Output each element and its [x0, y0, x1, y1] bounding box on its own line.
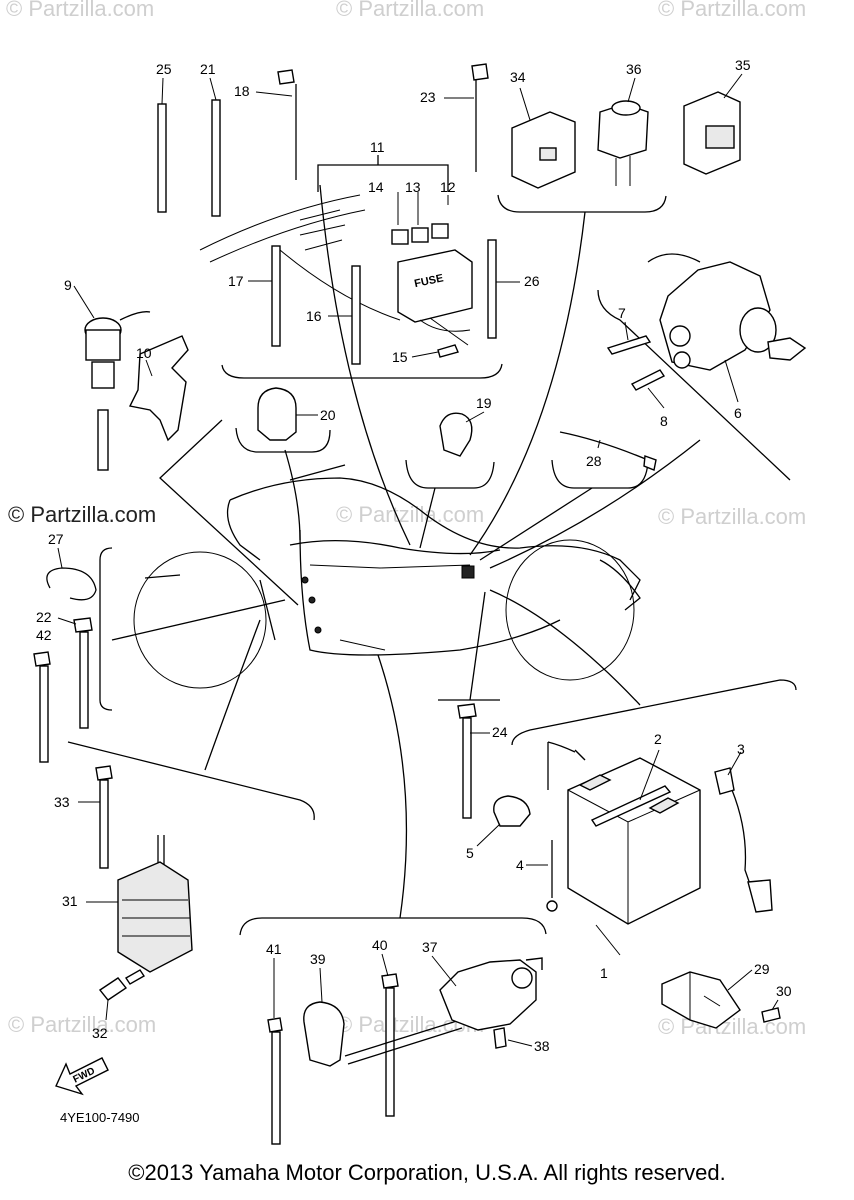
callout-39: 39: [310, 951, 326, 967]
callout-38: 38: [534, 1038, 550, 1054]
callout-24: 24: [492, 724, 508, 740]
watermark: © Partzilla.com: [6, 0, 154, 21]
callout-42: 42: [36, 627, 52, 643]
copyright-notice: ©2013 Yamaha Motor Corporation, U.S.A. A…: [128, 1160, 726, 1185]
callout-26: 26: [524, 273, 540, 289]
callout-20: 20: [320, 407, 336, 423]
callout-4: 4: [516, 857, 524, 873]
callout-37: 37: [422, 939, 438, 955]
callout-21: 21: [200, 61, 216, 77]
rectifier: [95, 765, 193, 1001]
callout-17: 17: [228, 273, 244, 289]
starter-relay: [661, 971, 781, 1029]
group-brackets: [67, 194, 797, 936]
watermark: © Partzilla.com: [658, 0, 806, 21]
battery-leads: [457, 703, 586, 912]
callout-10: 10: [136, 345, 152, 361]
clamps-left: [33, 567, 97, 763]
callout-36: 36: [626, 61, 642, 77]
callout-2: 2: [654, 731, 662, 747]
callout-6: 6: [734, 405, 742, 421]
callout-31: 31: [62, 893, 78, 909]
callout-34: 34: [510, 69, 526, 85]
clamps-upper: [257, 387, 657, 471]
callout-11: 11: [370, 139, 385, 155]
callout-3: 3: [737, 741, 745, 757]
callout-27: 27: [48, 531, 64, 547]
diagram-code: 4YE100-7490: [60, 1110, 140, 1125]
fwd-arrow: FWD: [55, 1057, 109, 1096]
callout-23: 23: [420, 89, 436, 105]
battery: [567, 757, 773, 925]
neutral-switch: [84, 311, 189, 471]
callout-19: 19: [476, 395, 492, 411]
cable-ties-top: [157, 63, 489, 217]
callout-7: 7: [618, 305, 626, 321]
callout-8: 8: [660, 413, 668, 429]
watermark: © Partzilla.com: [8, 502, 156, 527]
callout-16: 16: [306, 308, 322, 324]
callout-12: 12: [440, 179, 456, 195]
lower-sensor-group: [267, 957, 543, 1145]
watermark: © Partzilla.com: [8, 1012, 156, 1037]
watermark: © Partzilla.com: [336, 502, 484, 527]
main-switch: [606, 253, 807, 391]
callout-29: 29: [754, 961, 770, 977]
callout-15: 15: [392, 349, 408, 365]
callout-35: 35: [735, 57, 751, 73]
callout-25: 25: [156, 61, 172, 77]
callout-22: 22: [36, 609, 52, 625]
callout-14: 14: [368, 179, 384, 195]
callout-41: 41: [266, 941, 282, 957]
callout-32: 32: [92, 1025, 108, 1041]
callout-9: 9: [64, 277, 72, 293]
callout-30: 30: [776, 983, 792, 999]
watermark: © Partzilla.com: [658, 1014, 806, 1039]
callout-labels: 1 2 3 4 5 6 7 8 9 10 11 12 13 14 15 16 1…: [36, 57, 792, 1054]
callout-13: 13: [405, 179, 421, 195]
callout-18: 18: [234, 83, 250, 99]
callout-1: 1: [600, 965, 608, 981]
fuse-label: FUSE: [413, 272, 444, 290]
callout-5: 5: [466, 845, 474, 861]
callout-33: 33: [54, 794, 70, 810]
watermark: © Partzilla.com: [658, 504, 806, 529]
relays: [511, 91, 741, 189]
callout-40: 40: [372, 937, 388, 953]
callout-28: 28: [586, 453, 602, 469]
motorcycle-outline: [133, 464, 641, 689]
watermark: © Partzilla.com: [336, 0, 484, 21]
fuse-box: FUSE: [199, 155, 497, 365]
